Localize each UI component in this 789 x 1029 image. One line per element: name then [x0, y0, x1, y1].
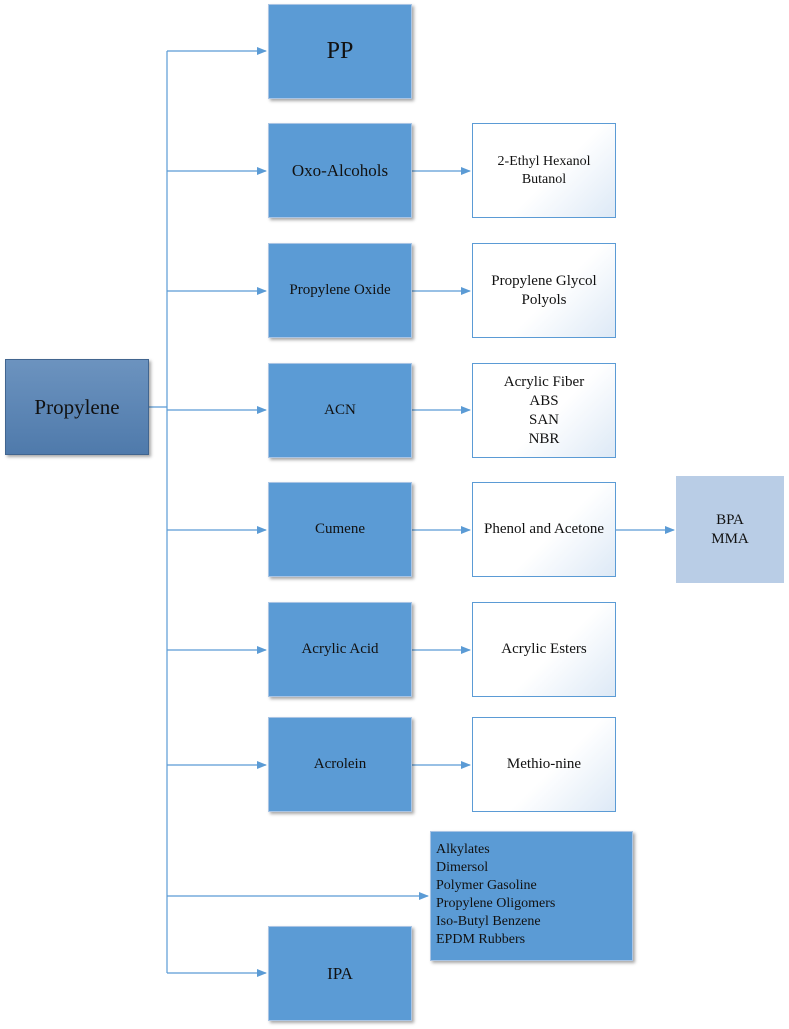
product-label: Acrylic Esters: [501, 641, 587, 657]
node-ipa: IPA: [268, 926, 412, 1021]
node-acrolein: Acrolein: [268, 717, 412, 812]
product-label: Methio-nine: [506, 756, 582, 772]
downstream-label: BPA: [716, 511, 744, 528]
node-acid-products: Acrylic Esters: [472, 602, 616, 697]
node-acrolein-products: Methio-nine: [472, 717, 616, 812]
product-label: NBR: [528, 430, 560, 447]
node-acn-products: Acrylic Fiber ABS SAN NBR: [472, 363, 616, 458]
direct-product-label: EPDM Rubbers: [436, 932, 526, 947]
direct-product-label: Propylene Oligomers: [436, 896, 556, 911]
node-oxo-products: 2-Ethyl Hexanol Butanol: [472, 123, 616, 218]
direct-product-label: Iso-Butyl Benzene: [436, 914, 541, 929]
direct-product-label: Alkylates: [436, 842, 490, 857]
node-acn: ACN: [268, 363, 412, 458]
product-label: Butanol: [521, 171, 567, 187]
node-acrylic-acid: Acrylic Acid: [268, 602, 412, 697]
direct-product-label: Dimersol: [436, 860, 489, 875]
product-label: Phenol and Acetone: [484, 521, 604, 537]
node-direct-products: Alkylates Dimersol Polymer Gasoline Prop…: [430, 831, 633, 961]
node-downstream-bpa-mma: BPA MMA: [676, 476, 784, 583]
direct-product-label: Polymer Gasoline: [436, 878, 537, 893]
node-propylene-oxide: Propylene Oxide: [268, 243, 412, 338]
root-label: Propylene: [34, 394, 120, 419]
downstream-label: MMA: [711, 530, 749, 547]
product-label: 2-Ethyl Hexanol: [497, 153, 591, 169]
node-oxide-products: Propylene Glycol Polyols: [472, 243, 616, 338]
product-label: Acrylic Fiber: [503, 373, 585, 390]
node-cumene: Cumene: [268, 482, 412, 577]
product-label: Propylene Glycol: [491, 272, 597, 289]
node-oxo-alcohols: Oxo-Alcohols: [268, 123, 412, 218]
node-cumene-products: Phenol and Acetone: [472, 482, 616, 577]
node-pp: PP: [268, 4, 412, 99]
root-node-propylene: Propylene: [5, 359, 149, 455]
product-label: Polyols: [521, 291, 567, 308]
product-label: SAN: [528, 411, 559, 428]
product-label: ABS: [529, 392, 559, 409]
